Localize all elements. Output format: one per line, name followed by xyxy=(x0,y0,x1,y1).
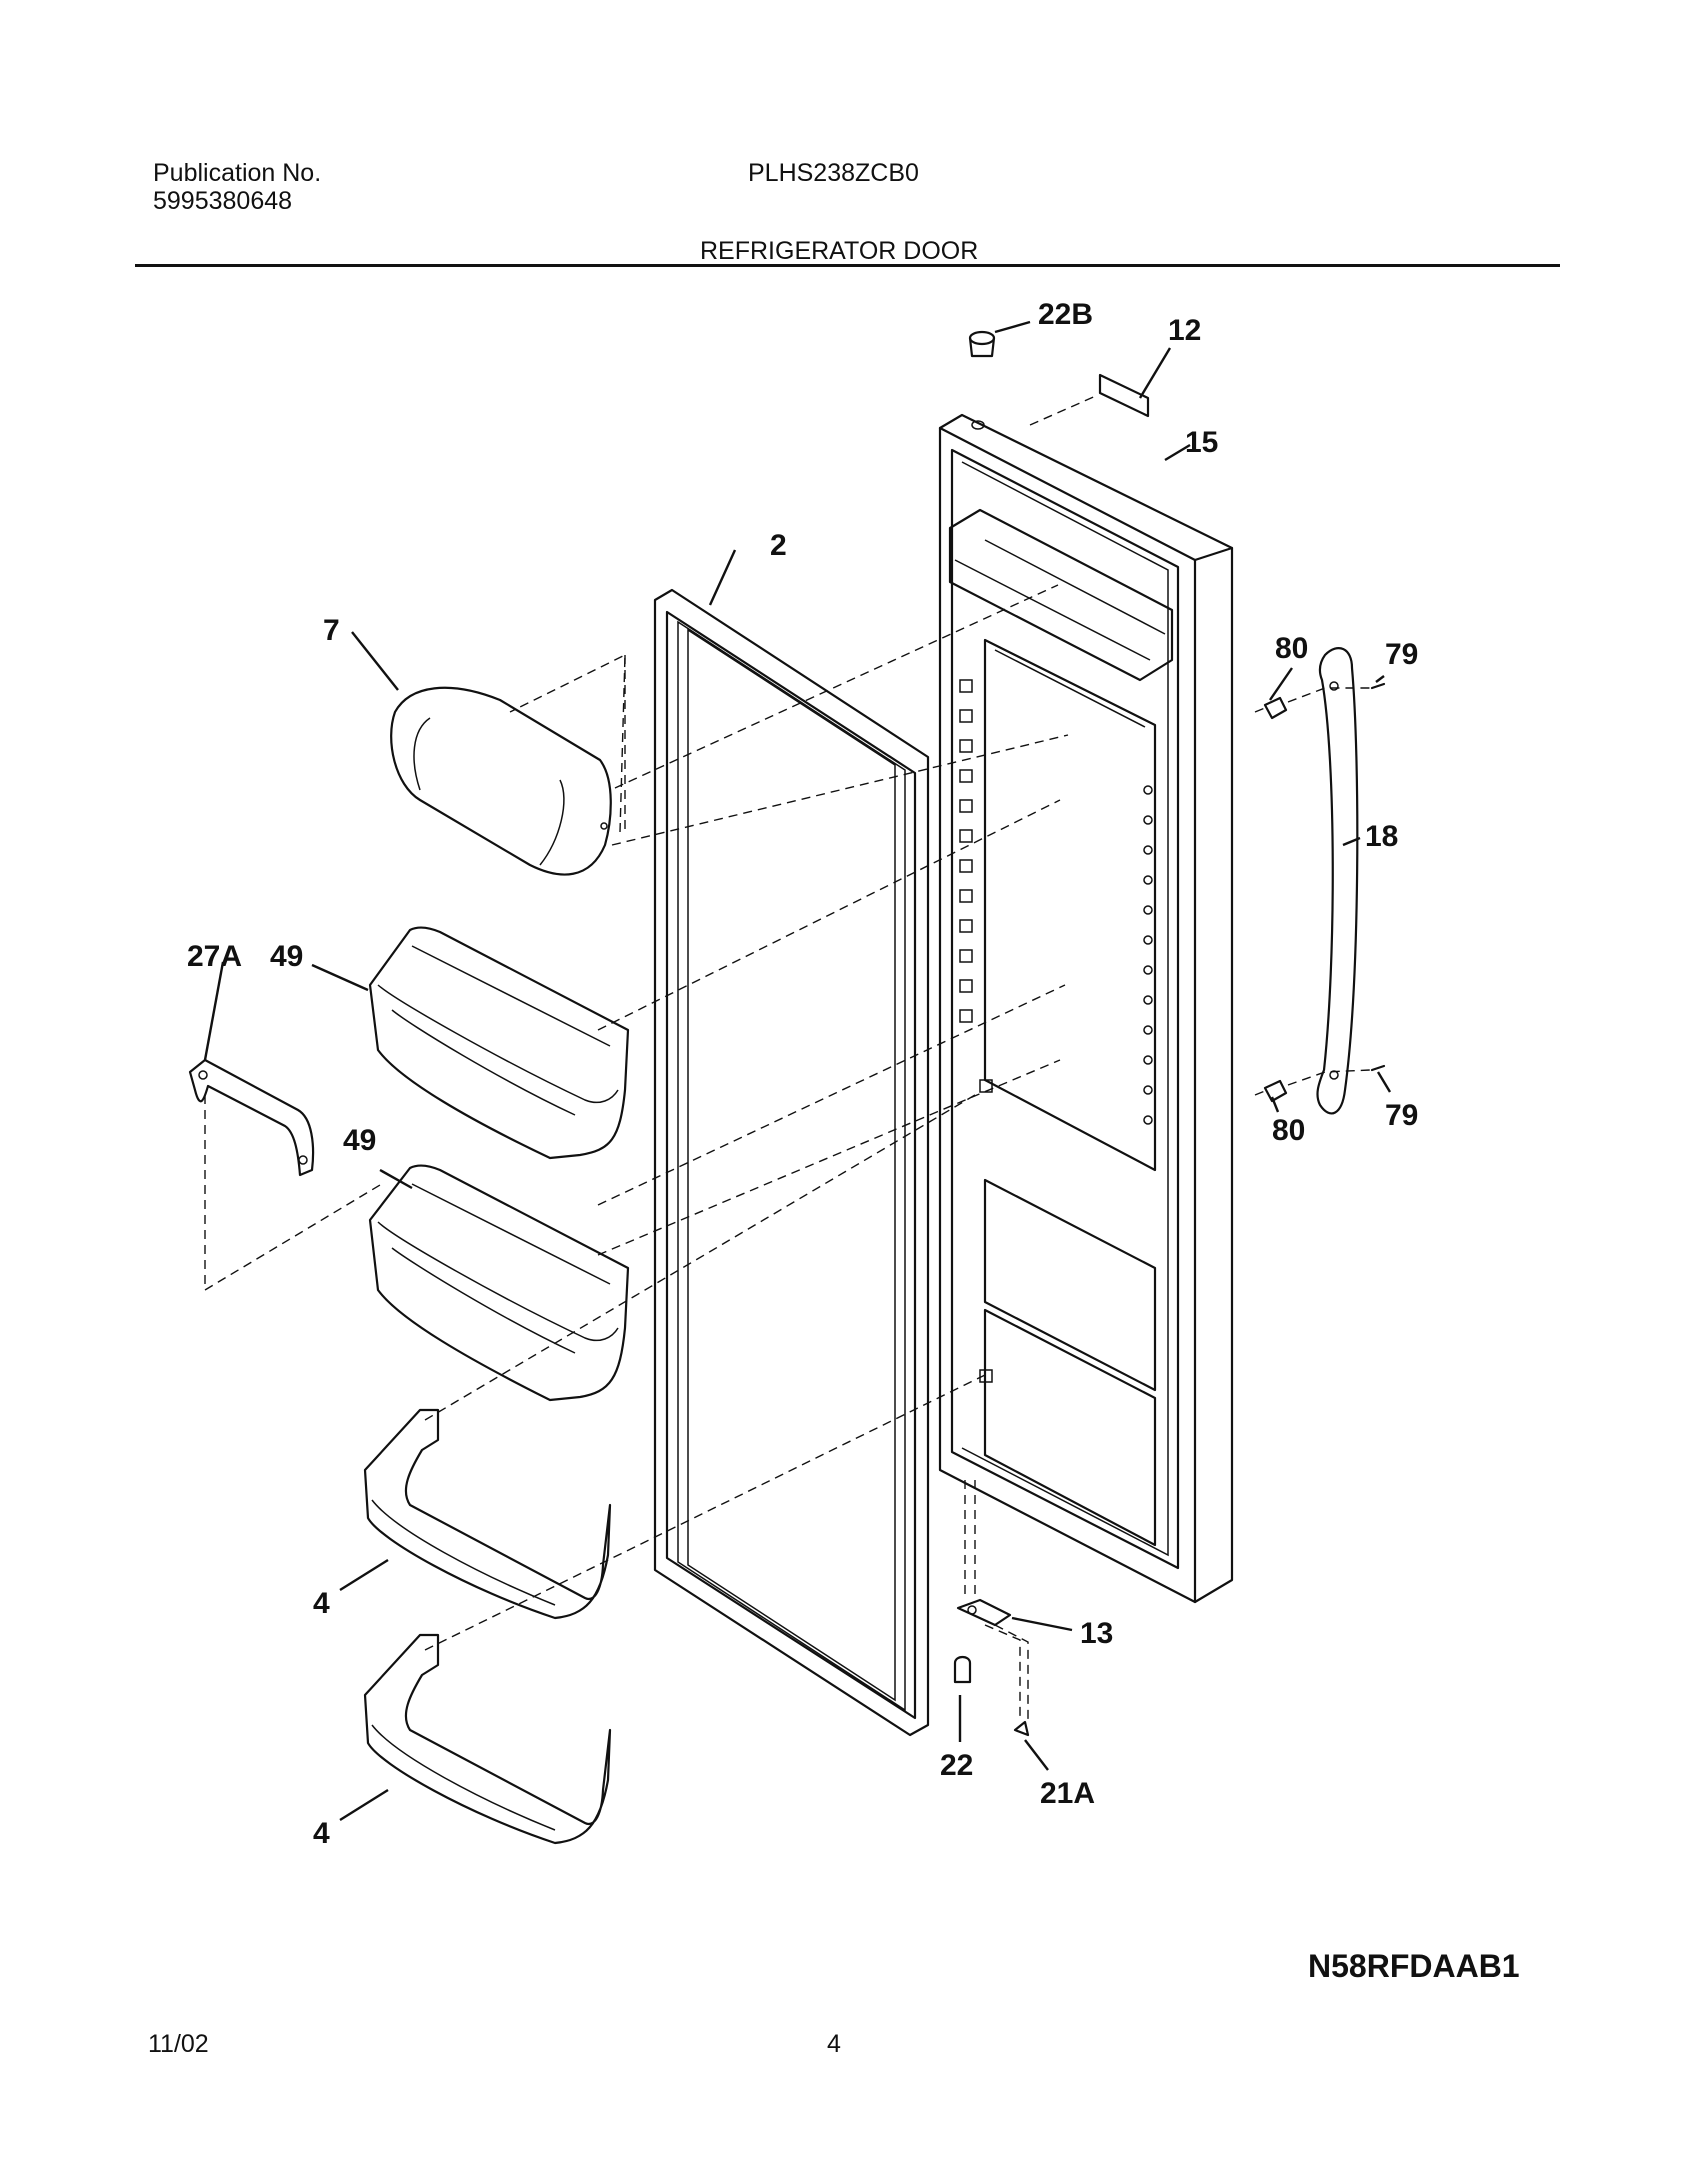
callout-27a: 27A xyxy=(187,940,242,973)
callout-49-upper: 49 xyxy=(270,940,303,973)
callout-22: 22 xyxy=(940,1749,973,1782)
callout-80-bottom: 80 xyxy=(1272,1114,1305,1147)
callout-12: 12 xyxy=(1168,314,1201,347)
door-bin-upper-2-part xyxy=(368,1164,630,1402)
callout-labels: 22B 12 15 2 7 49 27A 49 80 79 18 80 79 4… xyxy=(187,298,1418,1850)
callout-22b: 22B xyxy=(1038,298,1093,331)
publication-number: 5995380648 xyxy=(153,187,293,215)
nameplate-part xyxy=(1029,373,1150,426)
callout-4-upper: 4 xyxy=(313,1587,330,1620)
callout-15: 15 xyxy=(1185,426,1218,459)
screw-bottom-part xyxy=(1013,1720,1030,1737)
callout-80-top: 80 xyxy=(1275,632,1308,665)
header-rule xyxy=(135,264,1560,267)
callout-7: 7 xyxy=(323,614,340,647)
model-number: PLHS238ZCB0 xyxy=(748,159,919,187)
door-gasket-part xyxy=(653,588,930,1737)
callout-4-lower: 4 xyxy=(313,1817,330,1850)
footer-date: 11/02 xyxy=(148,2030,209,2058)
handle-part xyxy=(1316,647,1359,1115)
callout-13: 13 xyxy=(1080,1617,1113,1650)
door-bin-upper-1-part xyxy=(368,926,630,1160)
callout-2: 2 xyxy=(770,529,787,562)
handle-stud-bottom-part xyxy=(1263,1079,1288,1103)
assembly-lines xyxy=(204,584,1069,1651)
publication-label: Publication No. xyxy=(153,159,322,187)
section-title: REFRIGERATOR DOOR xyxy=(700,237,979,265)
handle-stud-top-part xyxy=(1263,696,1288,720)
bin-rail-part xyxy=(188,1058,315,1177)
callout-79-top: 79 xyxy=(1385,638,1418,671)
hinge-dashes xyxy=(964,1480,1029,1720)
dairy-door-part xyxy=(390,686,612,876)
callout-49-lower: 49 xyxy=(343,1124,376,1157)
callout-21a: 21A xyxy=(1040,1777,1095,1810)
callout-79-bottom: 79 xyxy=(1385,1099,1418,1132)
footer-page-number: 4 xyxy=(827,2030,841,2058)
hinge-bottom-part xyxy=(956,1598,1012,1627)
handle-screws xyxy=(1254,682,1386,1096)
callout-18: 18 xyxy=(1365,820,1398,853)
bushing-top-part xyxy=(968,330,996,430)
leader-lines xyxy=(203,320,1392,1822)
door-assembly-part xyxy=(938,413,1234,1604)
door-bin-lower-1-part xyxy=(363,1408,612,1620)
bushing-bottom-part xyxy=(953,1655,972,1684)
door-bin-lower-2-part xyxy=(363,1633,612,1845)
diagram-code: N58RFDAAB1 xyxy=(1308,1948,1520,1984)
